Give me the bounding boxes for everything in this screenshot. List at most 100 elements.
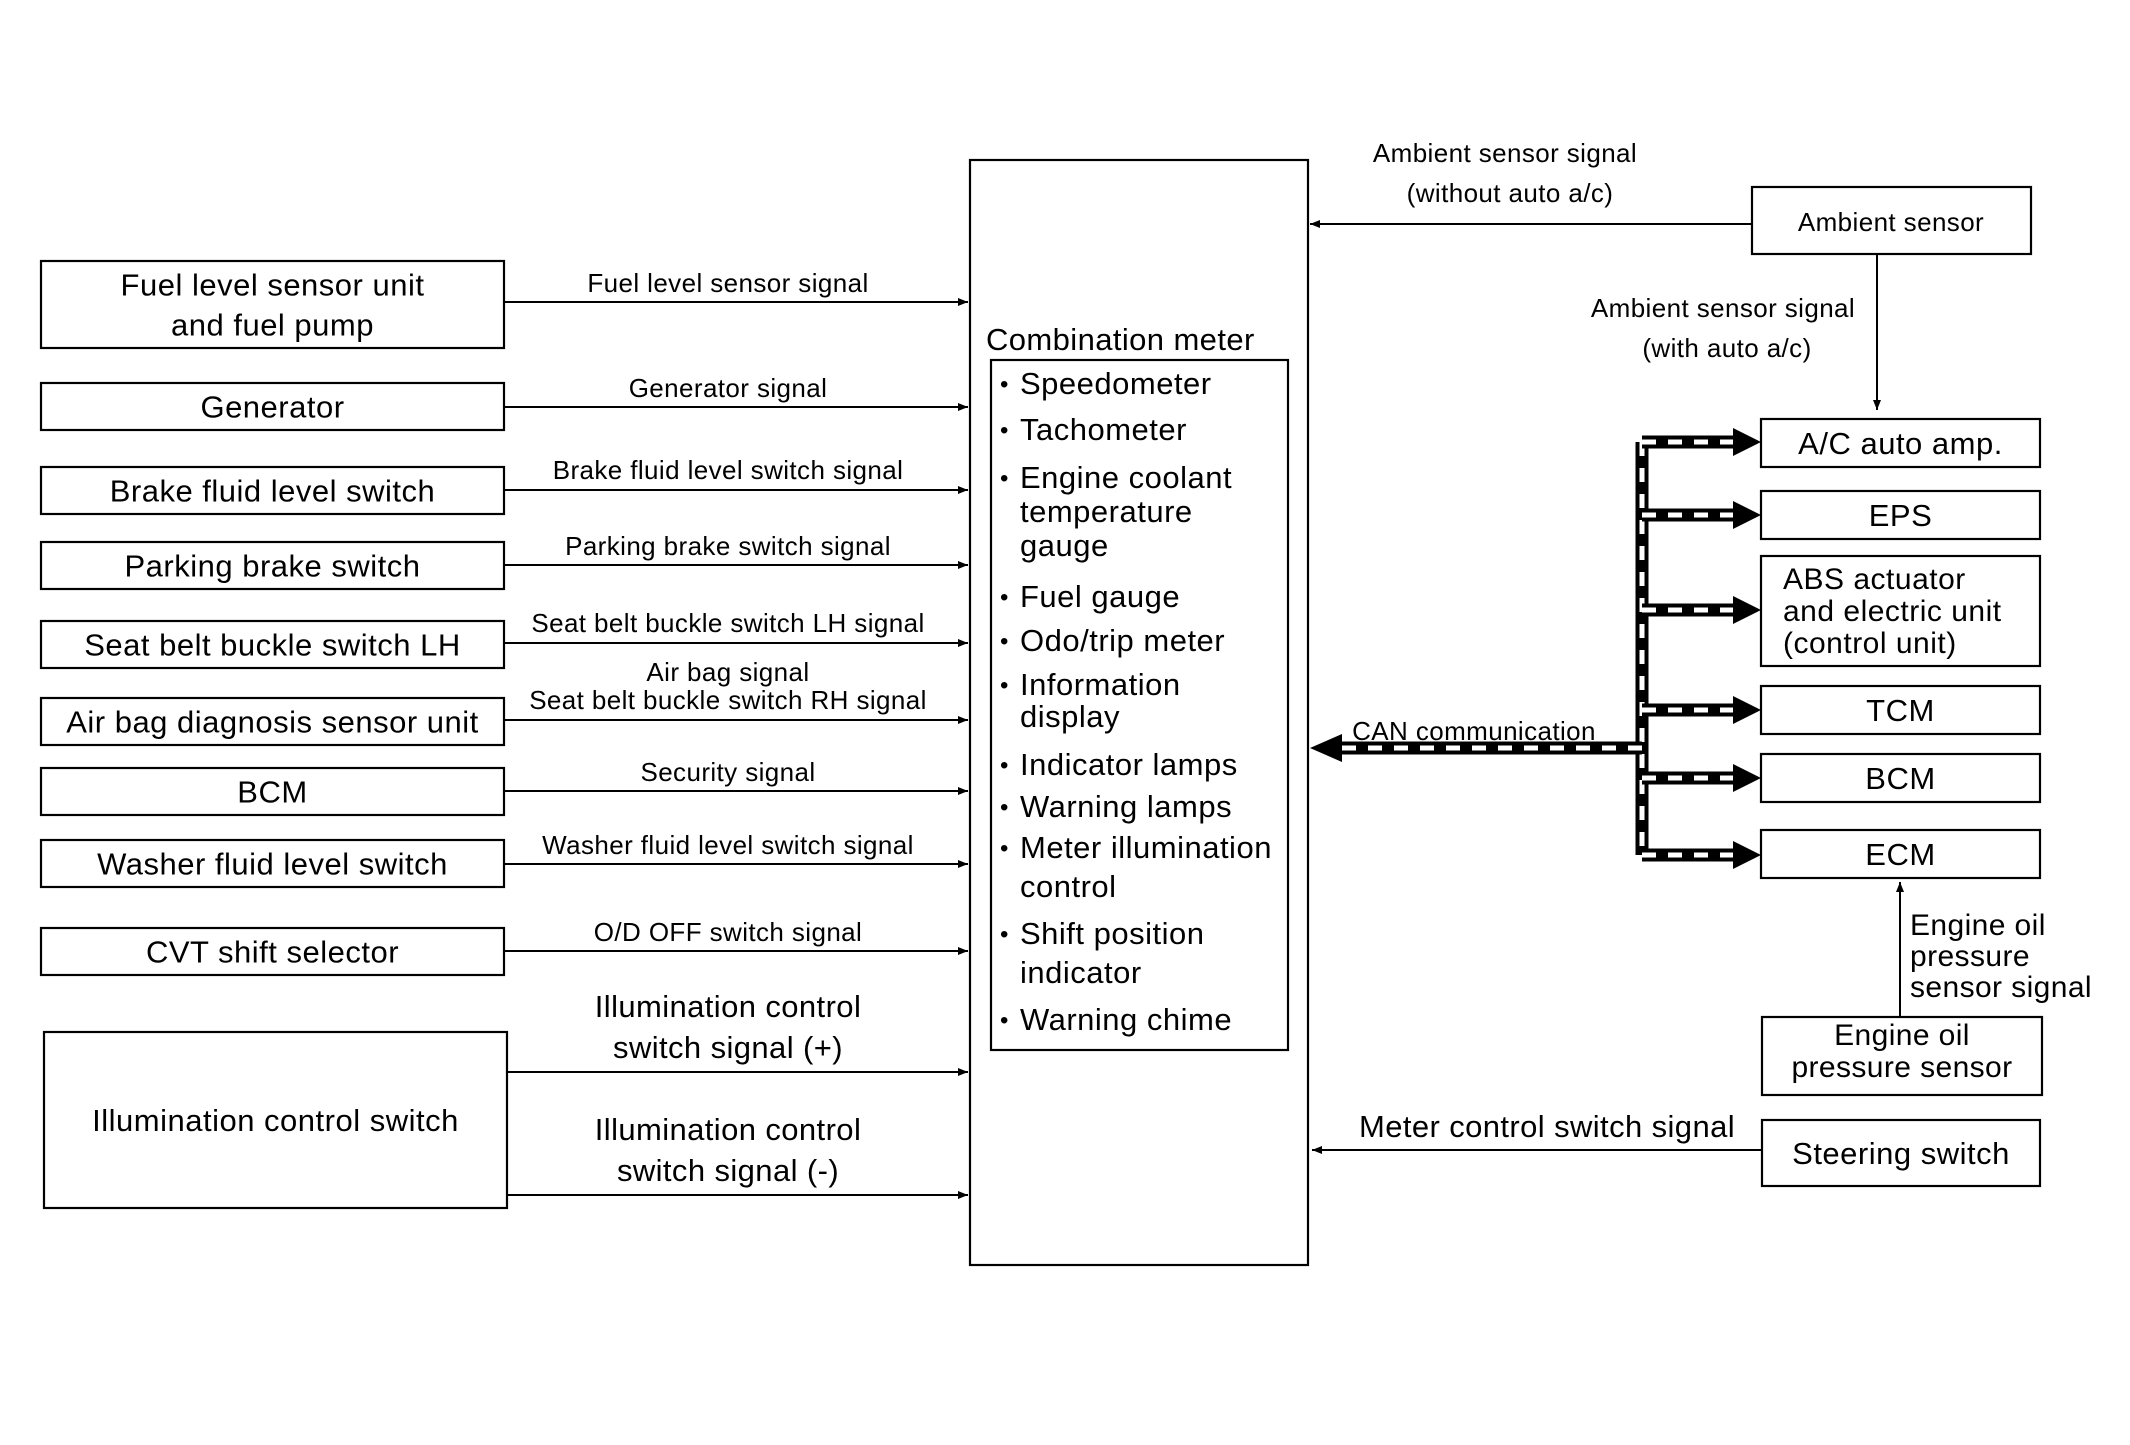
can-unit-label: TCM (1866, 693, 1935, 728)
steering-switch-label: Steering switch (1792, 1136, 2010, 1171)
ambient-signal-without-auto-ac-line-2: (without auto a/c) (1407, 178, 1614, 208)
meter-control-switch-signal-label: Meter control switch signal (1359, 1109, 1735, 1144)
bullet-glyph: • (1000, 921, 1009, 948)
meter-function-item-text: Speedometer (1020, 366, 1212, 401)
can-bus: CAN communication (1310, 428, 1761, 869)
signal-label: Brake fluid level switch signal (553, 455, 904, 485)
ambient-signal-without-auto-ac-line-1: Ambient sensor signal (1373, 138, 1637, 168)
can-arrowhead (1733, 696, 1761, 724)
bullet-glyph: • (1000, 1007, 1009, 1034)
can-unit: EPS (1759, 489, 2042, 541)
ambient-signal-with-auto-ac-line-1: Ambient sensor signal (1591, 293, 1855, 323)
engine-oil-pressure-sensor-label-1: Engine oil (1834, 1019, 1970, 1052)
left-unit: CVT shift selector O/D OFF switch signal (39, 917, 968, 977)
can-unit: TCM (1759, 684, 2042, 736)
can-unit-label: and electric unit (1783, 595, 2002, 628)
meter-function-item-text: Meter illumination (1020, 830, 1272, 865)
left-unit-label: Air bag diagnosis sensor unit (66, 705, 479, 740)
meter-function-item-text: control (1020, 869, 1117, 904)
combination-meter-function-list: • Speedometer • Tachometer • Engine coolantte… (1000, 366, 1272, 1037)
can-arrowhead (1733, 841, 1761, 869)
signal-label: Parking brake switch signal (565, 531, 891, 561)
signal-label: Generator signal (629, 373, 828, 403)
signal-label: Seat belt buckle switch RH signal (529, 685, 927, 715)
meter-function-item: • Odo/trip meter (1000, 623, 1225, 658)
left-unit-label: Seat belt buckle switch LH (84, 628, 461, 663)
meter-function-item-text: gauge (1020, 528, 1109, 563)
left-unit-label: Generator (200, 390, 344, 425)
left-unit: Air bag diagnosis sensor unit Air bag sig… (39, 657, 968, 747)
left-unit: Generator Generator signal (39, 373, 968, 432)
engine-oil-pressure-signal-line-1: Engine oil (1910, 909, 2046, 942)
can-communication-label: CAN communication (1352, 716, 1596, 746)
signal-label: switch signal (-) (617, 1153, 839, 1188)
meter-function-item-text: Engine coolant (1020, 460, 1232, 495)
bullet-glyph: • (1000, 417, 1009, 444)
ambient-sensor-group: Ambient sensor Ambient sensor signal (wi… (1310, 138, 2033, 410)
engine-oil-pressure-group: Engine oil pressure sensor Engine oil pr… (1760, 882, 2092, 1097)
left-unit-label: and fuel pump (171, 308, 374, 343)
can-arrowhead-meter (1310, 734, 1342, 762)
can-unit-label: ABS actuator (1783, 563, 1966, 596)
can-bus-branches (1310, 428, 1761, 869)
can-unit-label: A/C auto amp. (1798, 426, 2003, 461)
ambient-sensor-label: Ambient sensor (1798, 207, 1984, 237)
left-unit-label: Brake fluid level switch (110, 474, 436, 509)
left-unit: Washer fluid level switch Washer fluid le… (39, 830, 968, 889)
can-unit: ECM (1759, 828, 2042, 880)
can-unit-label: ECM (1865, 837, 1935, 872)
signal-label: Washer fluid level switch signal (542, 830, 914, 860)
can-arrowhead (1733, 428, 1761, 456)
bullet-glyph: • (1000, 371, 1009, 398)
can-unit-label: (control unit) (1783, 627, 1957, 660)
meter-function-item: •Warning lamps (1000, 789, 1232, 824)
meter-function-item-text: Fuel gauge (1020, 579, 1180, 614)
bullet-glyph: • (1000, 584, 1009, 611)
combination-meter-unit: Combination meter •Speedometer•Tachomete… (968, 158, 1310, 1267)
left-unit-label: BCM (237, 775, 307, 810)
engine-oil-pressure-signal-line-3: sensor signal (1910, 971, 2092, 1004)
can-unit-label: EPS (1869, 498, 1933, 533)
meter-function-item-text: Information (1020, 667, 1181, 702)
meter-function-item-text: Warning chime (1020, 1002, 1232, 1037)
meter-function-item: • Warning chime (1000, 1002, 1232, 1037)
signal-label: Air bag signal (646, 657, 809, 687)
meter-function-item-text: display (1020, 699, 1120, 734)
left-unit: BCM Security signal (39, 757, 968, 817)
left-unit-label: CVT shift selector (146, 935, 399, 970)
can-arrowhead (1733, 501, 1761, 529)
meter-function-item-text: Tachometer (1020, 412, 1187, 447)
meter-function-item: • Tachometer (1000, 412, 1187, 447)
bullet-glyph: • (1000, 672, 1009, 699)
meter-function-item-text: Indicator lamps (1020, 747, 1238, 782)
signal-label: switch signal (+) (613, 1030, 843, 1065)
can-arrowhead (1733, 596, 1761, 624)
can-arrowhead (1733, 764, 1761, 792)
meter-function-item-text: indicator (1020, 955, 1142, 990)
bullet-glyph: • (1000, 628, 1009, 655)
left-unit-label: Parking brake switch (124, 549, 420, 584)
signal-label: Illumination control (595, 1112, 861, 1147)
signal-label: Illumination control (595, 989, 861, 1024)
meter-function-item: • Fuel gauge (1000, 579, 1180, 614)
left-unit-label: Washer fluid level switch (97, 847, 448, 882)
signal-label: O/D OFF switch signal (594, 917, 862, 947)
meter-function-item-text: Odo/trip meter (1020, 623, 1225, 658)
can-unit-label: BCM (1865, 761, 1935, 796)
meter-function-item: • Speedometer (1000, 366, 1212, 401)
signal-label: Security signal (640, 757, 815, 787)
left-unit-label: Fuel level sensor unit (121, 268, 425, 303)
left-unit: Parking brake switch Parking brake switch… (39, 531, 968, 591)
can-unit: BCM (1759, 752, 2042, 804)
left-unit: Brake fluid level switch Brake fluid leve… (39, 455, 968, 516)
meter-function-item-text: temperature (1020, 494, 1193, 529)
bullet-glyph: • (1000, 752, 1009, 779)
